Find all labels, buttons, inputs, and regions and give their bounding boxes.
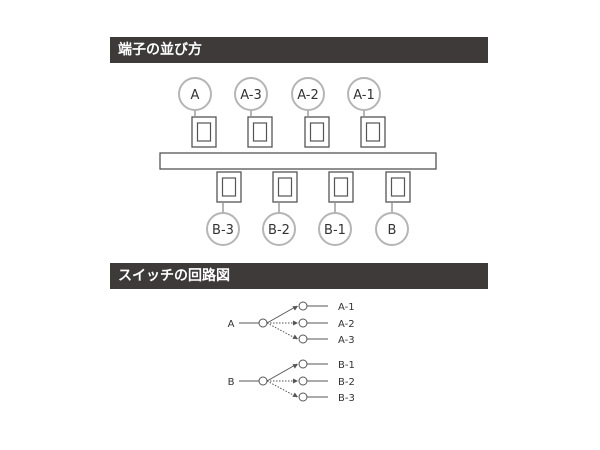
pin-top: [247, 116, 273, 148]
terminal-label: A-1: [353, 88, 375, 103]
pin-bottom: [216, 171, 242, 203]
switch-circuit-header: スイッチの回路図: [110, 263, 488, 289]
terminal-a-2: A-2: [291, 77, 325, 116]
terminal-layout-title: 端子の並び方: [118, 42, 202, 58]
terminal-bar: [159, 152, 437, 170]
circuit-output-label: A-3: [338, 335, 355, 346]
terminal-b: B: [375, 203, 409, 246]
circuit-output-label: B-3: [338, 393, 355, 404]
circuit-group: B B-1B-2B-3: [228, 359, 355, 404]
circuit-output-label: B-1: [338, 360, 355, 371]
circuit-input-label: A: [228, 319, 235, 330]
terminal-label: A-2: [297, 88, 319, 103]
circuit-output-label: A-2: [338, 319, 355, 330]
switch-circuit-title: スイッチの回路図: [118, 268, 230, 284]
pin-top: [360, 116, 386, 148]
terminal-a-3: A-3: [234, 77, 268, 116]
terminal-a: A: [178, 77, 212, 116]
circuit-group: A A-1A-2A-3: [228, 301, 355, 346]
terminal-label: B: [388, 223, 397, 238]
terminal-label: B-3: [212, 223, 234, 238]
terminal-a-1: A-1: [347, 77, 381, 116]
pin-bottom: [328, 171, 354, 203]
terminal-label: A-3: [240, 88, 262, 103]
pin-bottom: [272, 171, 298, 203]
circuit-output-label: A-1: [338, 302, 355, 313]
terminal-b-1: B-1: [318, 203, 352, 246]
terminal-label: B-2: [268, 223, 290, 238]
circuit-output-label: B-2: [338, 377, 355, 388]
terminal-layout-header: 端子の並び方: [110, 37, 488, 63]
pin-bottom: [385, 171, 411, 203]
pin-top: [304, 116, 330, 148]
circuit-input-label: B: [228, 377, 235, 388]
terminal-b-3: B-3: [206, 203, 240, 246]
pin-top: [191, 116, 217, 148]
terminal-label: B-1: [324, 223, 346, 238]
terminal-b-2: B-2: [262, 203, 296, 246]
terminal-label: A: [191, 88, 200, 103]
